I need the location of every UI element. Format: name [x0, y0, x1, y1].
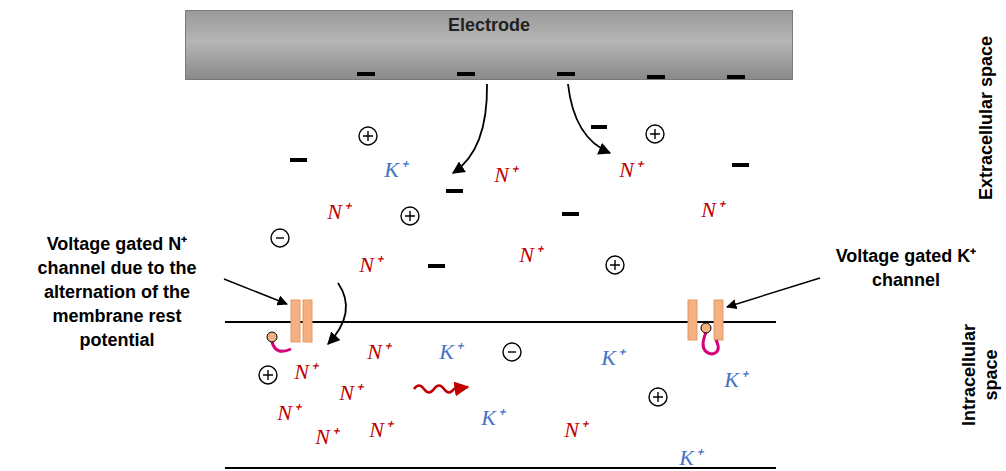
sodium-ion: N⁺ [619, 159, 641, 181]
flow-arrow [453, 84, 487, 173]
potassium-ion: K⁺ [601, 347, 623, 369]
sodium-ion: N⁺ [359, 254, 381, 276]
callout-label: Voltage gated N⁺ channel due to the alte… [22, 232, 212, 352]
leader-arrow [727, 278, 820, 307]
sodium-ion: N⁺ [327, 201, 349, 223]
negative-charge [290, 127, 749, 266]
leader-arrow [224, 279, 287, 304]
region-label: Extracellular space [975, 18, 997, 218]
sodium-ion: N⁺ [701, 199, 723, 221]
sodium-ion: N⁺ [519, 244, 541, 266]
potassium-ion: K⁺ [679, 447, 701, 469]
electrode-label: Electrode [186, 11, 792, 36]
sodium-ion: N⁺ [494, 164, 516, 186]
sodium-ion: N⁺ [277, 402, 299, 424]
potassium-channel [688, 300, 723, 354]
flow-arrow [328, 283, 346, 344]
sodium-channel [267, 300, 312, 351]
positive-charge [259, 125, 667, 406]
sodium-ion: N⁺ [564, 419, 586, 441]
potassium-ion: K⁺ [384, 159, 406, 181]
potassium-ion: K⁺ [724, 369, 746, 391]
electrode-box: Electrode [185, 10, 793, 80]
propagation-arrow [414, 386, 468, 393]
sodium-ion: N⁺ [315, 426, 337, 448]
flow-arrow [568, 84, 610, 153]
region-label: Intracellular space [958, 305, 1002, 445]
sodium-ion: N⁺ [367, 341, 389, 363]
callout-label: Voltage gated K⁺ channel [824, 244, 988, 292]
negative-charge [271, 229, 521, 361]
sodium-ion: N⁺ [294, 361, 316, 383]
sodium-ion: N⁺ [369, 419, 391, 441]
sodium-ion: N⁺ [339, 382, 361, 404]
potassium-ion: K⁺ [481, 407, 503, 429]
potassium-ion: K⁺ [439, 341, 461, 363]
